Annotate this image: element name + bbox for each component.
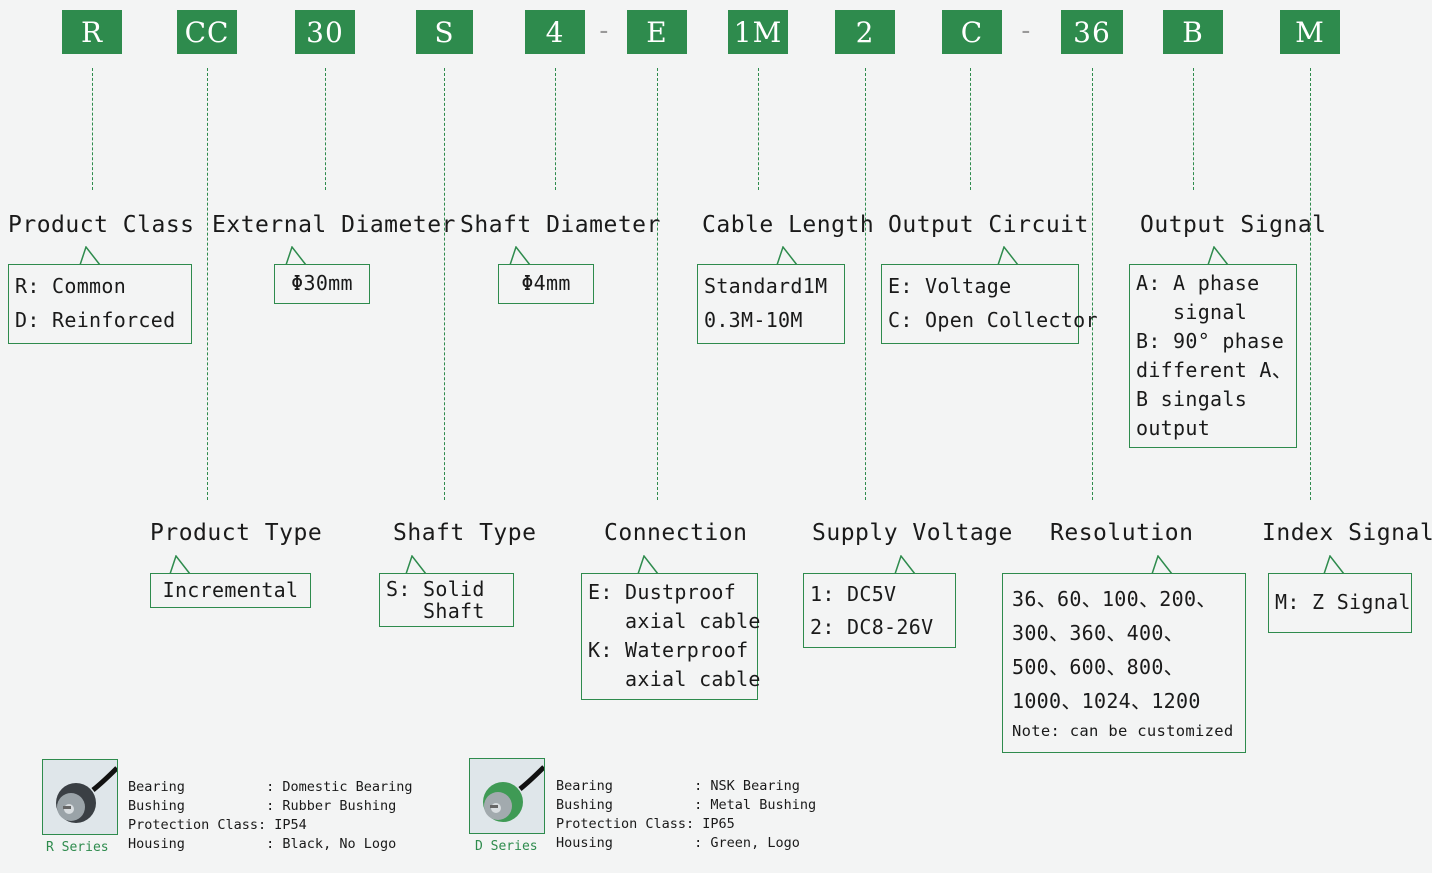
label-supply-voltage: Supply Voltage bbox=[812, 520, 1013, 546]
box-shaft-type: S: Solid Shaft bbox=[379, 573, 514, 627]
connector-line bbox=[1193, 68, 1194, 190]
box-supply-voltage: 1: DC5V 2: DC8-26V bbox=[803, 573, 956, 648]
connector-line bbox=[92, 68, 93, 190]
spec-line: Housing : Green, Logo bbox=[556, 834, 816, 853]
connector-line bbox=[865, 68, 866, 500]
option-line: 300、360、400、 bbox=[1012, 616, 1239, 650]
spec-line: Bushing : Rubber Bushing bbox=[128, 797, 412, 816]
box-resolution: 36、60、100、200、 300、360、400、 500、600、800、… bbox=[1002, 573, 1246, 753]
option-line: 1: DC5V bbox=[810, 578, 949, 611]
spec-line: Bearing : NSK Bearing bbox=[556, 777, 816, 796]
option-line: B singals bbox=[1136, 385, 1290, 414]
option-line: Shaft bbox=[386, 600, 507, 622]
connector-line bbox=[444, 68, 445, 500]
box-output-signal: A: A phase signal B: 90° phase different… bbox=[1129, 264, 1297, 448]
option-line: E: Voltage bbox=[888, 269, 1072, 303]
option-line: 36、60、100、200、 bbox=[1012, 582, 1239, 616]
option-line: 1000、1024、1200 bbox=[1012, 684, 1239, 718]
resolution-note: Note: can be customized bbox=[1012, 718, 1239, 744]
d-series-image bbox=[469, 758, 545, 834]
code-product-class: R bbox=[62, 10, 122, 54]
code-supply-voltage: 2 bbox=[835, 10, 895, 54]
option-line: 500、600、800、 bbox=[1012, 650, 1239, 684]
code-external-diameter: 30 bbox=[295, 10, 355, 54]
code-product-type: CC bbox=[177, 10, 237, 54]
code-connection: E bbox=[627, 10, 687, 54]
box-shaft-diameter: Φ4mm bbox=[498, 264, 594, 304]
code-index-signal: M bbox=[1280, 10, 1340, 54]
code-shaft-diameter: 4 bbox=[525, 10, 585, 54]
option-line: signal bbox=[1136, 298, 1290, 327]
connector-line bbox=[555, 68, 556, 190]
label-resolution: Resolution bbox=[1050, 520, 1193, 546]
separator-dash: - bbox=[1018, 16, 1034, 46]
option-line: M: Z Signal bbox=[1275, 578, 1405, 626]
option-line: Incremental bbox=[157, 578, 304, 603]
code-output-circuit: C bbox=[942, 10, 1002, 54]
option-line: Standard1M bbox=[704, 269, 838, 303]
option-line: B: 90° phase bbox=[1136, 327, 1290, 356]
option-line: C: Open Collector bbox=[888, 303, 1072, 337]
label-product-type: Product Type bbox=[150, 520, 322, 546]
label-shaft-diameter: Shaft Diameter bbox=[460, 212, 661, 238]
label-output-circuit: Output Circuit bbox=[888, 212, 1089, 238]
option-line: 2: DC8-26V bbox=[810, 611, 949, 644]
label-cable-length: Cable Length bbox=[702, 212, 874, 238]
option-line: A: A phase bbox=[1136, 269, 1290, 298]
box-connection: E: Dustproof axial cable K: Waterproof a… bbox=[581, 573, 758, 700]
encoder-r-icon bbox=[43, 760, 117, 834]
box-product-class: R: Common D: Reinforced bbox=[8, 264, 192, 344]
box-cable-length: Standard1M 0.3M-10M bbox=[697, 264, 845, 344]
spec-line: Housing : Black, No Logo bbox=[128, 835, 412, 854]
box-index-signal: M: Z Signal bbox=[1268, 573, 1412, 633]
option-line: output bbox=[1136, 414, 1290, 443]
code-output-signal: B bbox=[1163, 10, 1223, 54]
connector-line bbox=[1092, 68, 1093, 500]
connector-line bbox=[207, 68, 208, 500]
r-series-image bbox=[42, 759, 118, 835]
option-line: Φ30mm bbox=[281, 269, 363, 297]
label-index-signal: Index Signal bbox=[1262, 520, 1432, 546]
box-external-diameter: Φ30mm bbox=[274, 264, 370, 304]
spec-line: Protection Class: IP65 bbox=[556, 815, 816, 834]
option-line: K: Waterproof bbox=[588, 636, 751, 665]
option-line: E: Dustproof bbox=[588, 578, 751, 607]
connector-line bbox=[325, 68, 326, 190]
encoder-d-icon bbox=[470, 759, 544, 833]
box-product-type: Incremental bbox=[150, 573, 311, 608]
option-line: D: Reinforced bbox=[15, 303, 185, 337]
connector-line bbox=[1310, 68, 1311, 500]
label-connection: Connection bbox=[604, 520, 747, 546]
label-output-signal: Output Signal bbox=[1140, 212, 1327, 238]
option-line: R: Common bbox=[15, 269, 185, 303]
label-shaft-type: Shaft Type bbox=[393, 520, 536, 546]
label-product-class: Product Class bbox=[8, 212, 195, 238]
connector-line bbox=[758, 68, 759, 190]
d-series-name: D Series bbox=[475, 839, 538, 854]
code-resolution: 36 bbox=[1061, 10, 1123, 54]
connector-line bbox=[657, 68, 658, 500]
option-line: Φ4mm bbox=[505, 269, 587, 297]
spec-line: Protection Class: IP54 bbox=[128, 816, 412, 835]
connector-line bbox=[970, 68, 971, 190]
r-series-name: R Series bbox=[46, 840, 109, 855]
option-line: different A、 bbox=[1136, 356, 1290, 385]
option-line: axial cable bbox=[588, 665, 751, 694]
option-line: S: Solid bbox=[386, 578, 507, 600]
box-output-circuit: E: Voltage C: Open Collector bbox=[881, 264, 1079, 344]
code-cable-length: 1M bbox=[728, 10, 788, 54]
spec-line: Bearing : Domestic Bearing bbox=[128, 778, 412, 797]
spec-line: Bushing : Metal Bushing bbox=[556, 796, 816, 815]
label-external-diameter: External Diameter bbox=[212, 212, 456, 238]
code-shaft-type: S bbox=[416, 10, 473, 54]
option-line: 0.3M-10M bbox=[704, 303, 838, 337]
option-line: axial cable bbox=[588, 607, 751, 636]
separator-dash: - bbox=[596, 16, 612, 46]
